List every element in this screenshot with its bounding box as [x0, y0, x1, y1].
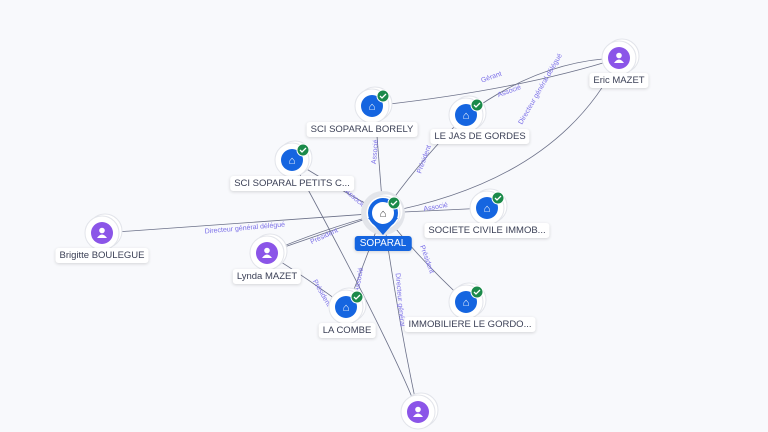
edge-label: Directeur général	[394, 273, 406, 328]
company-node[interactable]: ⌂	[361, 191, 405, 235]
building-icon: ⌂	[463, 297, 470, 309]
edge-label: Directeur général délégué	[204, 221, 285, 235]
company-node[interactable]: ⌂	[448, 95, 487, 133]
edge-label: Président	[309, 227, 339, 246]
company-node[interactable]: ⌂	[448, 282, 487, 320]
edge-label: Gérant	[480, 71, 503, 85]
person-node[interactable]	[249, 233, 288, 271]
node-label[interactable]: Brigitte BOULEGUE	[55, 248, 149, 263]
center-node-label[interactable]: SOPARAL	[354, 236, 412, 251]
node-label[interactable]: SCI SOPARAL BORELY	[306, 122, 418, 137]
verified-check-icon	[376, 89, 390, 103]
company-node[interactable]: ⌂	[354, 86, 393, 124]
edge-label: Associé	[423, 202, 448, 213]
building-icon: ⌂	[463, 110, 470, 122]
node-label[interactable]: SCI SOPARAL PETITS C...	[230, 176, 354, 191]
node-label[interactable]: LA COMBE	[318, 323, 376, 338]
verified-check-icon	[296, 143, 310, 157]
building-icon: ⌂	[343, 302, 350, 314]
company-node[interactable]: ⌂	[328, 287, 367, 325]
verified-check-icon	[491, 191, 505, 205]
relation-edge	[101, 212, 384, 234]
node-label[interactable]: Eric MAZET	[589, 73, 649, 88]
verified-check-icon	[387, 196, 401, 210]
node-label[interactable]: LE JAS DE GORDES	[430, 129, 530, 144]
building-icon: ⌂	[380, 208, 387, 220]
edge-label: Associé	[497, 84, 523, 99]
edge-label: Président	[311, 279, 332, 308]
verified-check-icon	[470, 285, 484, 299]
person-icon	[614, 52, 624, 63]
relation-edge	[291, 159, 419, 413]
relation-edge	[371, 57, 620, 107]
edge-label: Président	[418, 244, 435, 274]
node-label[interactable]: IMMOBILIERE LE GORDO...	[404, 317, 536, 332]
edge-label: Associé	[354, 267, 365, 292]
company-node[interactable]: ⌂	[469, 188, 508, 226]
edge-label: Président	[416, 144, 433, 174]
building-icon: ⌂	[289, 155, 296, 167]
building-icon: ⌂	[369, 101, 376, 113]
company-node[interactable]: ⌂	[274, 140, 313, 178]
person-icon	[97, 227, 107, 238]
person-node[interactable]	[400, 392, 439, 430]
person-icon	[262, 247, 272, 258]
node-label[interactable]: SOCIETE CIVILE IMMOB...	[424, 223, 550, 238]
node-label[interactable]: Lynda MAZET	[232, 269, 302, 284]
relation-edge	[382, 57, 620, 214]
verified-check-icon	[350, 290, 364, 304]
edge-label: Associé	[371, 139, 380, 164]
person-icon	[413, 406, 423, 417]
building-icon: ⌂	[484, 203, 491, 215]
person-node[interactable]	[84, 213, 123, 251]
verified-check-icon	[470, 98, 484, 112]
edge-label: Directeur général délégué	[518, 53, 564, 126]
person-node[interactable]	[601, 38, 640, 76]
